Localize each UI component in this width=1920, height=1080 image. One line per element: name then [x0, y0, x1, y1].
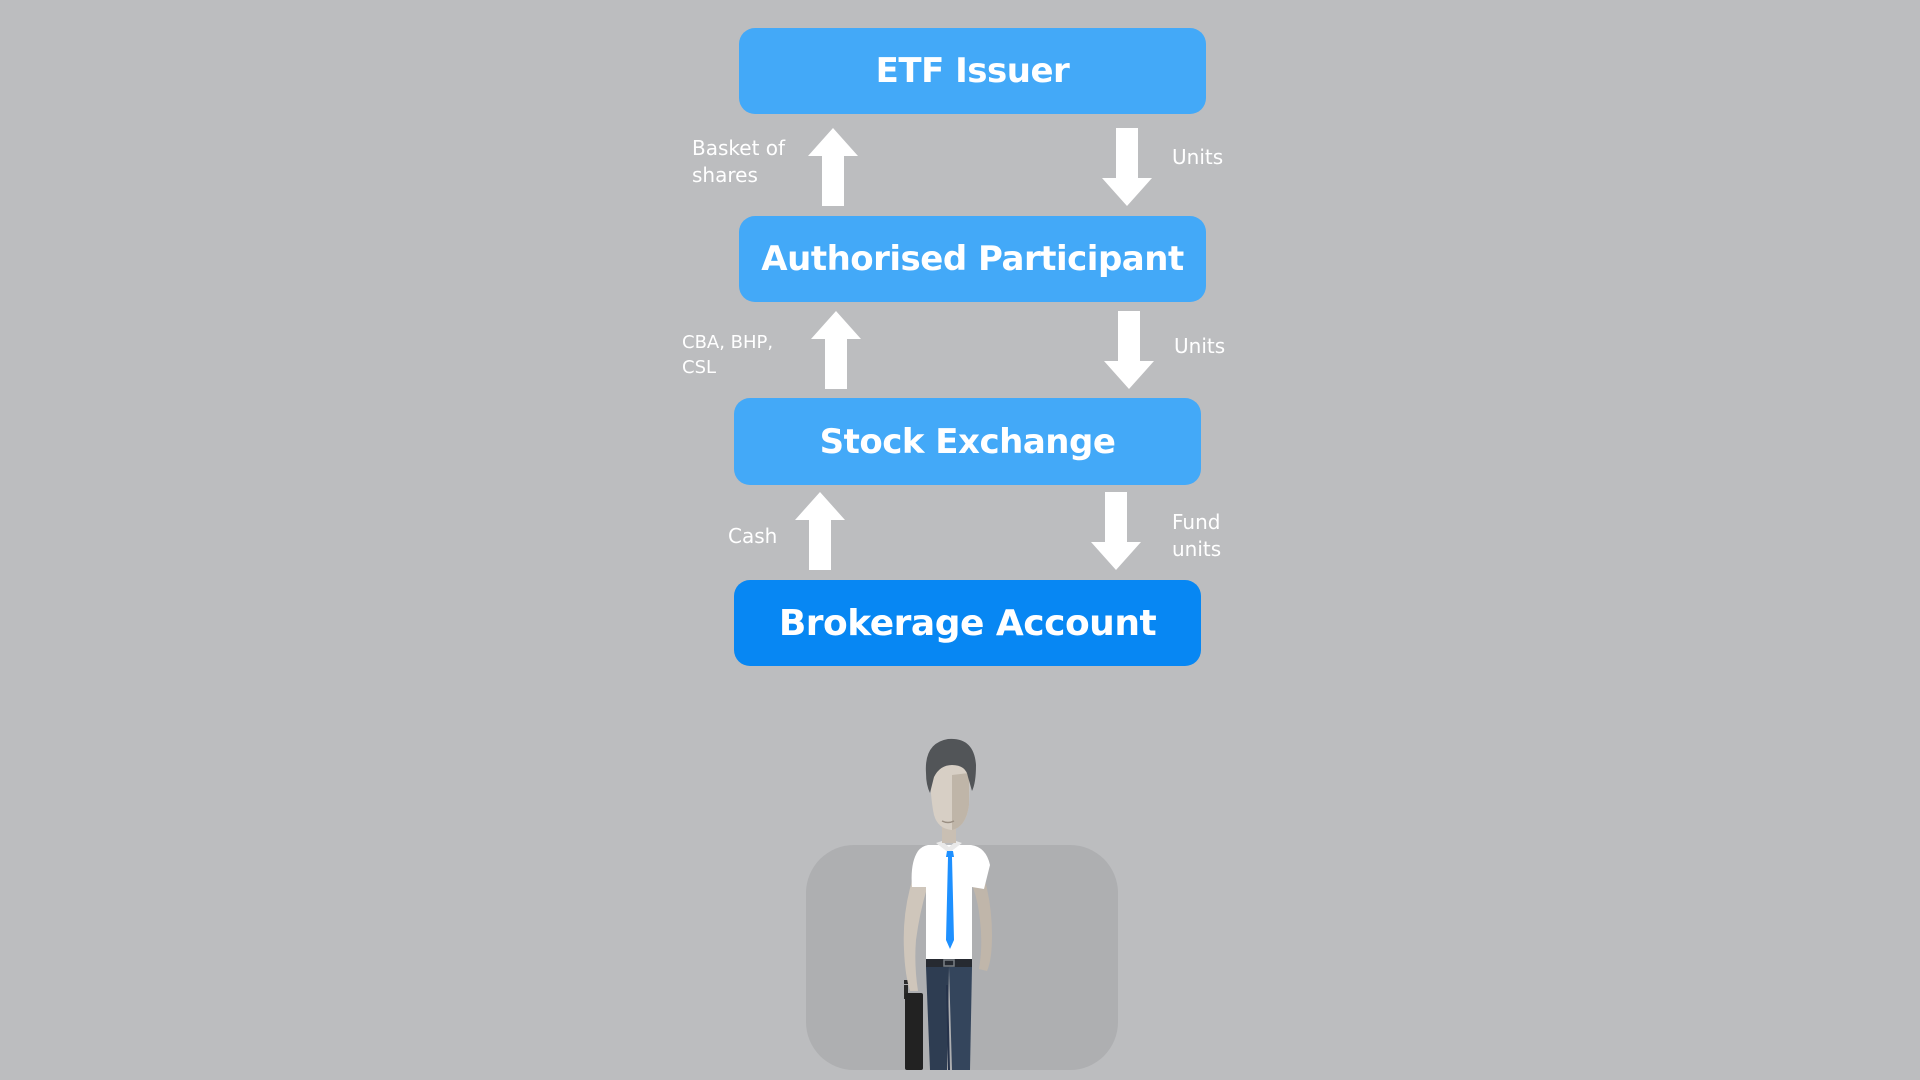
authorised-participant-node: Authorised Participant	[739, 216, 1206, 302]
flow-label-basket-of-shares: Basket of shares	[692, 136, 786, 187]
flow-label-units-middle: Units	[1174, 334, 1226, 358]
etf-issuer-label: ETF Issuer	[875, 51, 1070, 91]
flow-label-units-top: Units	[1172, 145, 1224, 169]
arrow-down-icon	[1104, 311, 1154, 389]
investor-person-icon	[903, 738, 992, 1070]
arrow-down-icon	[1091, 492, 1141, 570]
investor-illustration	[806, 735, 1118, 1070]
authorised-participant-label: Authorised Participant	[761, 239, 1184, 279]
flow-label-fund-units: Fund units	[1172, 510, 1222, 561]
brokerage-account-label: Brokerage Account	[778, 602, 1157, 644]
flow-label-cash: Cash	[728, 524, 778, 548]
flow-label-cba-bhp-csl: CBA, BHP, CSL	[682, 332, 774, 378]
arrow-up-icon	[808, 128, 858, 206]
brokerage-account-node: Brokerage Account	[734, 580, 1201, 666]
arrow-up-icon	[811, 311, 861, 389]
arrow-down-icon	[1102, 128, 1152, 206]
etf-issuer-node: ETF Issuer	[739, 28, 1206, 114]
arrow-up-icon	[795, 492, 845, 570]
stock-exchange-label: Stock Exchange	[819, 421, 1116, 462]
stock-exchange-node: Stock Exchange	[734, 398, 1201, 485]
